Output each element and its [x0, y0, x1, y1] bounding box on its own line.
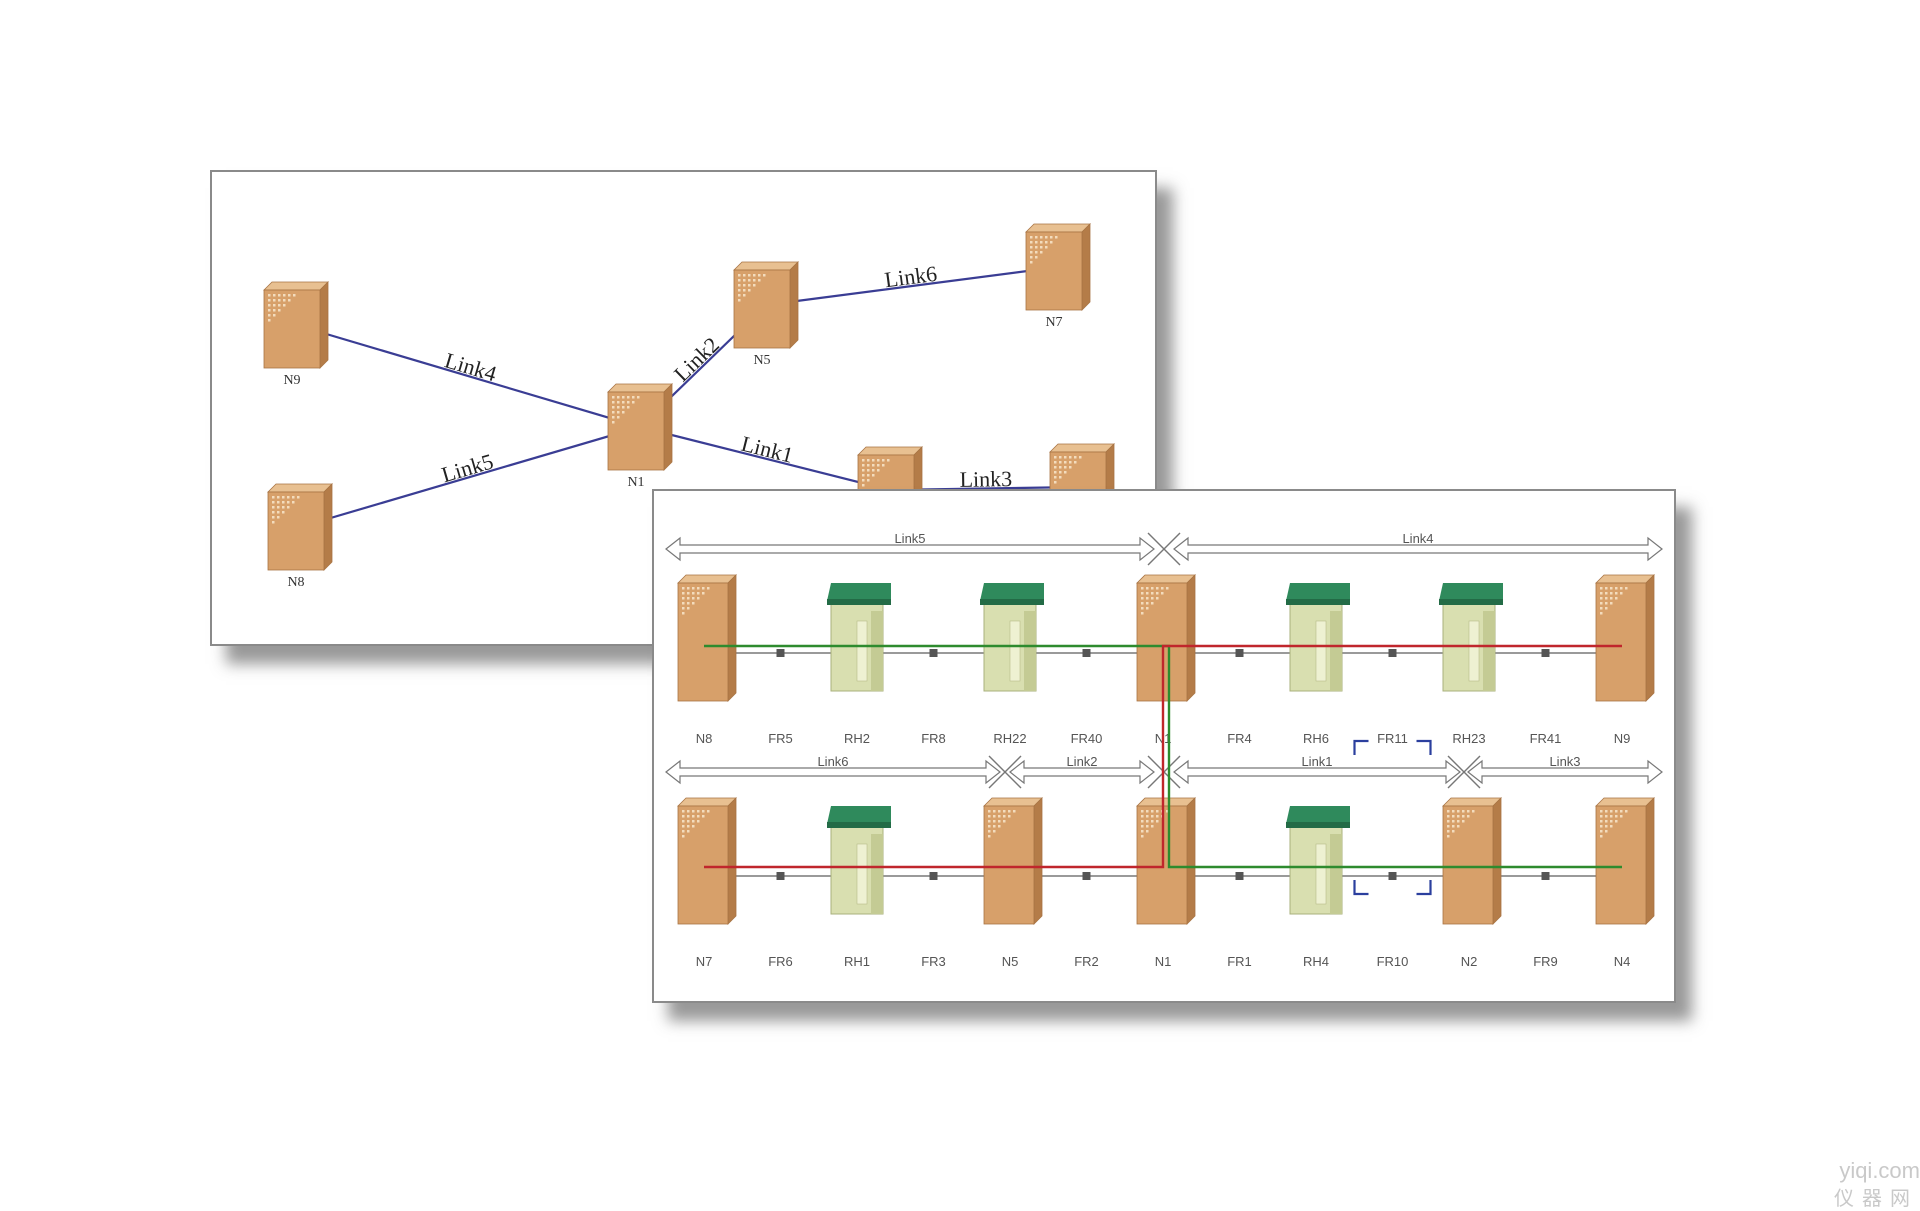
remote-head-icon[interactable] [1286, 583, 1350, 692]
fiber-connector-icon[interactable] [929, 649, 938, 657]
green-path-line [704, 644, 1622, 869]
device-label: FR3 [921, 954, 946, 969]
device-label: FR5 [768, 731, 793, 746]
link-label: Link1 [739, 431, 796, 468]
device-label: RH1 [844, 954, 870, 969]
fiber-connector-icon[interactable] [1235, 649, 1244, 657]
link-label: Link6 [883, 261, 938, 293]
fiber-connector-icon[interactable] [1541, 872, 1550, 880]
link-span-arrow[interactable]: Link6 [665, 754, 1001, 785]
server-icon[interactable] [677, 797, 737, 925]
device-label: RH4 [1303, 954, 1329, 969]
device-label: FR4 [1227, 731, 1252, 746]
device-label: N2 [1461, 954, 1478, 969]
link-span-label: Link2 [1066, 754, 1097, 769]
node-label: N8 [287, 575, 304, 590]
watermark-line1: yiqi.com [1839, 1158, 1920, 1183]
server-icon-n1[interactable] [607, 383, 673, 471]
device-label: FR9 [1533, 954, 1558, 969]
break-marker-icon [988, 755, 1022, 789]
server-icon-n5[interactable] [733, 261, 799, 349]
fiber-connector-icon[interactable] [929, 872, 938, 880]
link-line-link4[interactable] [295, 323, 641, 429]
link-label: Link3 [959, 466, 1012, 492]
server-icon-n7[interactable] [1025, 223, 1091, 311]
server-icon[interactable] [1595, 797, 1655, 925]
device-label: FR41 [1530, 731, 1562, 746]
link-span-label: Link5 [894, 531, 925, 546]
device-label: N9 [1614, 731, 1631, 746]
link-label: Link5 [439, 448, 496, 487]
device-label: FR2 [1074, 954, 1099, 969]
remote-head-icon[interactable] [1439, 583, 1503, 692]
device-label: FR10 [1377, 954, 1409, 969]
device-label: N1 [1155, 954, 1172, 969]
fiber-connector-icon[interactable] [1388, 872, 1397, 880]
device-label: RH23 [1452, 731, 1485, 746]
server-icon[interactable] [677, 574, 737, 702]
node-label: N7 [1045, 315, 1062, 330]
device-label: N4 [1614, 954, 1631, 969]
link-line-link5[interactable] [299, 425, 641, 529]
server-icon-n8[interactable] [267, 483, 333, 571]
device-label: RH2 [844, 731, 870, 746]
link-span-label: Link6 [817, 754, 848, 769]
link-line-link6[interactable] [765, 265, 1059, 307]
server-icon[interactable] [1442, 797, 1502, 925]
fiber-connector-icon[interactable] [776, 872, 785, 880]
fiber-connector-icon[interactable] [1082, 649, 1091, 657]
device-label: RH6 [1303, 731, 1329, 746]
link-label: Link2 [669, 332, 724, 387]
remote-head-icon[interactable] [827, 806, 891, 915]
device-label: FR6 [768, 954, 793, 969]
link-span-arrow[interactable]: Link1 [1173, 754, 1461, 785]
fiber-connector-icon[interactable] [1541, 649, 1550, 657]
link-span-arrow[interactable]: Link2 [1009, 754, 1155, 785]
link-span-arrow[interactable]: Link4 [1173, 531, 1663, 562]
link-line-link1[interactable] [639, 425, 891, 492]
remote-head-icon[interactable] [1286, 806, 1350, 915]
fiber-connector-icon[interactable] [1235, 872, 1244, 880]
signal-paths [704, 644, 1622, 869]
link-span-arrow[interactable]: Link3 [1467, 754, 1663, 785]
device-label: FR8 [921, 731, 946, 746]
device-label: N8 [696, 731, 713, 746]
fiber-connector-icon[interactable] [776, 649, 785, 657]
device-label: N7 [696, 954, 713, 969]
red-path-line [704, 644, 1622, 869]
device-label: RH22 [993, 731, 1026, 746]
remote-head-icon[interactable] [980, 583, 1044, 692]
device-label: FR1 [1227, 954, 1252, 969]
break-marker-icon [1147, 532, 1181, 566]
node-label: N9 [283, 373, 300, 388]
server-icon-n9[interactable] [263, 281, 329, 369]
server-icon[interactable] [983, 797, 1043, 925]
break-marker-icon [1447, 755, 1481, 789]
server-icon[interactable] [1136, 574, 1196, 702]
node-label: N1 [627, 475, 644, 490]
link-span-label: Link1 [1301, 754, 1332, 769]
watermark: yiqi.com 仪器网 [1800, 1158, 1920, 1210]
device-label: FR40 [1071, 731, 1103, 746]
server-icon[interactable] [1136, 797, 1196, 925]
selection-bracket [1353, 739, 1432, 896]
link-span-arrow[interactable]: Link5 [665, 531, 1155, 562]
link-label: Link4 [442, 347, 500, 386]
link-span-label: Link4 [1402, 531, 1433, 546]
node-label: N5 [753, 353, 770, 368]
device-label: FR11 [1377, 731, 1408, 746]
remote-head-icon[interactable] [827, 583, 891, 692]
fiber-connector-icon[interactable] [1082, 872, 1091, 880]
server-icon[interactable] [1595, 574, 1655, 702]
device-label: N5 [1002, 954, 1019, 969]
watermark-line2: 仪器网 [1834, 1186, 1918, 1210]
link-span-label: Link3 [1549, 754, 1580, 769]
fiber-connector-icon[interactable] [1388, 649, 1397, 657]
